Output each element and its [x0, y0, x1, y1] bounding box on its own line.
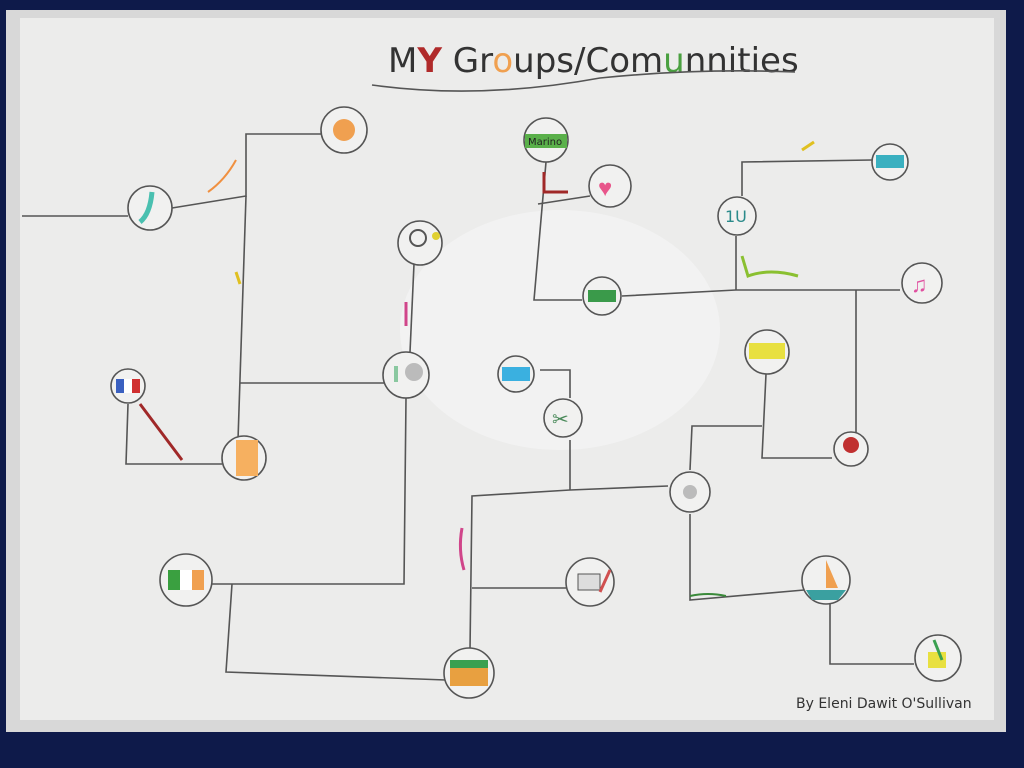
- node-heart: ♥: [588, 164, 632, 208]
- title-part: o: [492, 41, 513, 81]
- node-bottom-flag: [443, 647, 495, 699]
- flag-icon: [502, 367, 530, 381]
- drink-icon: [928, 652, 946, 668]
- ping-pong-icon: [843, 437, 859, 453]
- squiggle-arrow-icon: [689, 593, 727, 597]
- flag-icon: [116, 379, 124, 393]
- node-gaelic: [744, 329, 790, 375]
- node-sports: [382, 351, 430, 399]
- svg-text:MY Groups/Comunnities: MY Groups/Comunnities: [388, 41, 799, 81]
- lightning-icon: [234, 271, 242, 285]
- striped-icon: [236, 440, 258, 476]
- boat-icon: [806, 590, 846, 600]
- glare: [400, 210, 720, 450]
- poster-title: MY Groups/Comunnities: [371, 41, 799, 92]
- node-boat: [801, 555, 851, 605]
- decorative-arrows: [138, 140, 815, 597]
- flag-icon: [876, 155, 904, 168]
- node-marino: Marino: [523, 117, 569, 163]
- node-ireland-flag: [159, 553, 213, 607]
- community-nodes: Marino ♥ 1U ♫ ✂: [110, 106, 962, 699]
- node-drink: [914, 634, 962, 682]
- node-flag-topright: [871, 143, 909, 181]
- squiggle-arrow-icon: [207, 159, 237, 193]
- ball-icon: [405, 363, 423, 381]
- node-blue-flag: [497, 355, 535, 393]
- marino-label: Marino: [528, 137, 562, 148]
- lightning-icon: [801, 140, 815, 152]
- node-book: [565, 557, 615, 607]
- node-france-flag: [110, 368, 146, 404]
- title-part: M: [388, 41, 417, 81]
- title-underline: [371, 70, 796, 92]
- title-part: nnities: [685, 41, 799, 81]
- class-label: 1U: [725, 207, 747, 226]
- basketball-icon: [333, 119, 355, 141]
- node-tennis: [397, 220, 443, 266]
- node-scissors: ✂: [543, 398, 583, 438]
- heart-icon: ♥: [598, 176, 612, 202]
- node-striped: [221, 435, 267, 481]
- node-green-flag: [582, 276, 622, 316]
- node-badminton: [127, 185, 173, 231]
- double-arrow-icon: [138, 403, 184, 461]
- music-note-icon: ♫: [911, 272, 928, 297]
- title-part: Y: [416, 41, 442, 81]
- node-music: ♫: [901, 262, 943, 304]
- flag-icon: [588, 290, 616, 302]
- shuttlecock-icon: [138, 191, 155, 224]
- squiggle-arrow-icon: [458, 527, 466, 571]
- scissors-icon: ✂: [552, 409, 569, 431]
- turn-arrow-icon: [542, 172, 568, 194]
- node-class: 1U: [717, 196, 757, 236]
- node-ball: [669, 471, 711, 513]
- connector-lines: [22, 133, 914, 681]
- sign-icon: [749, 343, 785, 359]
- racket-icon: [409, 229, 427, 247]
- node-basketball: [320, 106, 368, 154]
- title-part: Gr: [442, 41, 493, 81]
- flag-icon: [168, 570, 180, 590]
- squiggle-arrow-icon: [740, 255, 799, 278]
- ball-icon: [683, 485, 697, 499]
- book-icon: [577, 573, 601, 591]
- title-part: u: [663, 41, 685, 81]
- node-pingpong: [833, 431, 869, 467]
- author-credit: By Eleni Dawit O'Sullivan: [796, 696, 972, 712]
